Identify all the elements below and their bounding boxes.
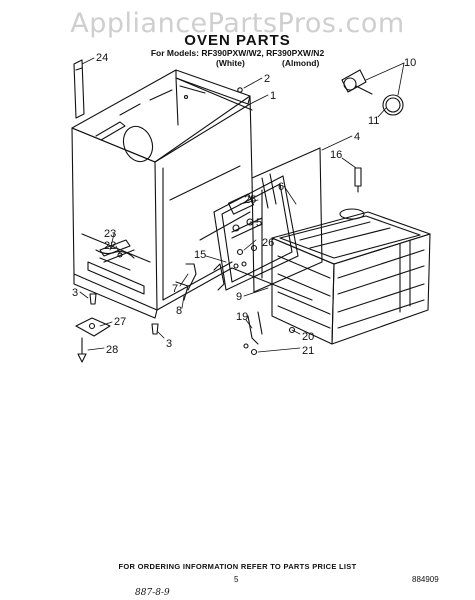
callout-28: 28: [106, 344, 118, 356]
ordering-footer: FOR ORDERING INFORMATION REFER TO PARTS …: [118, 562, 357, 571]
page-title: OVEN PARTS: [184, 32, 291, 49]
models-line: For Models: RF390PXW/W2, RF390PXW/N2: [150, 48, 325, 58]
callout-9: 9: [236, 291, 242, 303]
small-parts: [73, 59, 404, 363]
callout-24: 24: [96, 52, 108, 64]
callout-3b: 3: [166, 338, 172, 350]
variant-white: (White): [216, 58, 245, 68]
callout-7: 7: [172, 283, 178, 295]
callout-16: 16: [330, 149, 342, 161]
handwritten-note: 887-8-9: [135, 588, 170, 598]
callout-26: 26: [262, 237, 274, 249]
callout-2: 2: [264, 73, 270, 85]
leader-lines: [79, 57, 405, 353]
oven-cabinet: [71, 69, 323, 319]
callout-6: 6: [278, 181, 284, 193]
oven-rack-assembly: [271, 208, 431, 345]
callout-3: 3: [72, 287, 78, 299]
callout-19: 19: [236, 311, 248, 323]
document-number: 884909: [412, 575, 439, 584]
callout-8: 8: [176, 305, 182, 317]
callout-25: 25: [244, 194, 256, 206]
callout-11: 11: [368, 115, 379, 127]
callout-20: 20: [302, 331, 314, 343]
oven-front-frame: [213, 173, 299, 291]
callout-5: 5: [256, 217, 262, 229]
callout-4: 4: [354, 131, 360, 143]
callout-labels: 24 2 1 4 10 11 16 6 25 5 26 23 22 15 7 8…: [72, 52, 416, 357]
callout-15: 15: [194, 249, 206, 261]
callout-10: 10: [404, 57, 416, 69]
callout-23: 23: [104, 228, 116, 240]
callout-1: 1: [270, 90, 276, 102]
callout-27: 27: [114, 316, 126, 328]
page-number: 5: [234, 575, 239, 584]
callout-21: 21: [302, 345, 314, 357]
variant-almond: (Almond): [282, 58, 320, 68]
callout-22: 22: [104, 240, 116, 252]
watermark: AppliancePartsPros.com: [70, 8, 405, 39]
